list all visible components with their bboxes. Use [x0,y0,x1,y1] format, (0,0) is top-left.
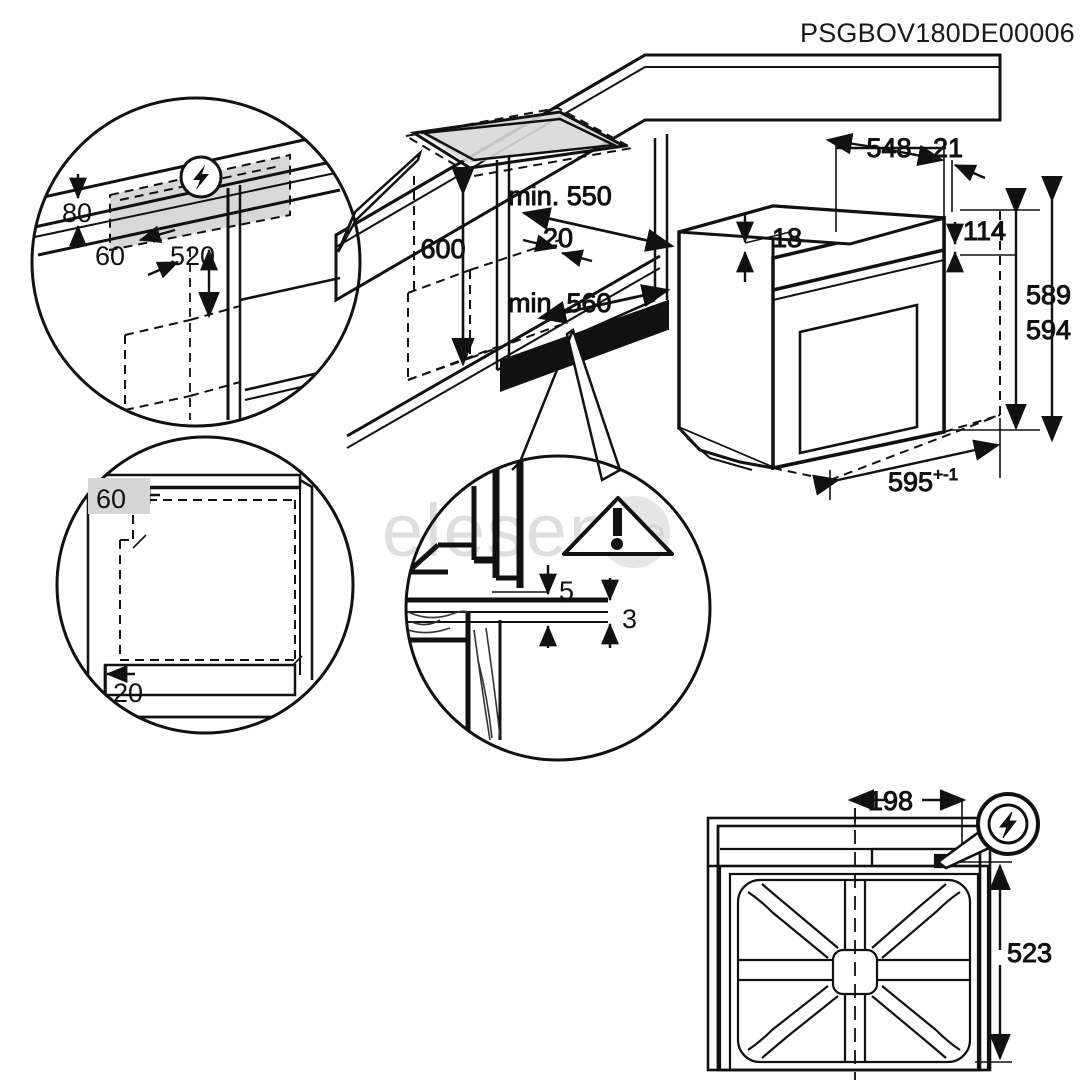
oven-door-window [798,303,919,455]
detail-circle-worktop-gap: 5 3 [404,454,712,762]
detail-dimension-20b-label: 20 [113,678,143,708]
dimension-20-niche [522,234,593,267]
detail-dimension-60b-label: 60 [96,484,126,514]
highlight-box-60 [88,478,150,514]
dimension-min-560 [537,284,671,324]
rear-back-panel [718,864,990,1072]
dimension-594-label: 594 [1026,315,1071,345]
dimension-548-label: 548 [866,133,911,163]
dimension-595-label: 595+-1 [888,465,958,497]
detail-circle-bottom-left: 60 20 [55,435,355,735]
rear-electrical-callout [935,792,1040,870]
dimension-21 [953,163,986,182]
dimension-548 [825,132,946,167]
dimension-595 [812,439,1001,496]
leader-to-top-left-detail [336,149,423,253]
detail-dimension-60-label: 60 [95,241,125,271]
dimension-114-label: 114 [963,216,1006,246]
oven-foot [677,426,774,471]
hob-cutout [403,106,635,178]
detail-dimension-3-label: 3 [622,604,637,634]
dimension-198-label: 198 [868,786,913,816]
main-cabinet-view: 600 min. 550 20 min. 560 [334,53,1002,482]
dimension-18 [736,212,791,282]
detail-circle-top-left: 80 60 520 [30,96,362,428]
dimension-600-label: 600 [420,234,465,264]
oven-isometric-view: 548 21 18 114 589 [677,132,1072,500]
detail-dimension-520-label: 520 [170,241,215,271]
dimension-21-label: 21 [933,133,963,163]
rear-fan-guard [736,878,972,1064]
document-code: PSGBOV180DE00006 [800,18,1075,48]
dimension-min-550-label: min. 550 [508,181,612,211]
oven-rear-view: 198 523 [706,786,1053,1080]
dimension-20-niche-label: 20 [543,223,573,253]
detail-dimension-5-label: 5 [559,576,574,606]
lightning-bolt-icon [179,155,223,199]
dimension-589-label: 589 [1026,280,1071,310]
warning-triangle-icon [562,496,674,556]
dimension-18-label: 18 [772,223,802,253]
dimension-min-550 [521,207,675,252]
detail-dimension-80-label: 80 [62,198,92,228]
dimension-min-560-label: min. 560 [508,288,612,318]
dimension-523-label: 523 [1007,938,1052,968]
